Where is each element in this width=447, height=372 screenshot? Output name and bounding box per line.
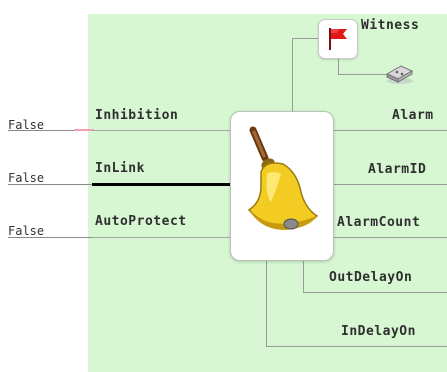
inhibition-wire-external <box>8 130 92 131</box>
alarmcount-port-label: AlarmCount <box>337 215 421 230</box>
witness-wire-horizontal <box>292 38 318 39</box>
inhibition-value[interactable]: False <box>8 118 45 132</box>
inlink-wire[interactable] <box>92 183 230 186</box>
outdelayon-port-label: OutDelayOn <box>329 270 413 285</box>
indelayon-wire[interactable] <box>266 346 447 347</box>
witness-block[interactable] <box>318 19 358 59</box>
inhibition-wire[interactable] <box>92 130 230 131</box>
red-flag-icon <box>329 28 347 50</box>
alarm-wire[interactable] <box>332 130 447 131</box>
inhibition-port-label: Inhibition <box>95 108 179 123</box>
indelayon-port-label: InDelayOn <box>341 324 416 339</box>
outdelayon-wire[interactable] <box>303 292 447 293</box>
witness-port-label: Witness <box>361 18 420 33</box>
indelayon-wire-vertical <box>266 259 267 346</box>
link-wire-horizontal <box>338 74 386 75</box>
alarm-block[interactable] <box>230 111 334 261</box>
link-wire-vertical <box>338 58 339 74</box>
witness-wire-vertical <box>292 38 293 112</box>
autoprotect-wire-external <box>8 237 92 238</box>
alarmcount-wire[interactable] <box>332 237 447 238</box>
inhibition-wire-marker <box>74 129 94 131</box>
plug-connector-icon <box>385 65 414 84</box>
alarm-port-label: Alarm <box>392 108 434 123</box>
inlink-value[interactable]: False <box>8 171 45 185</box>
alarmid-port-label: AlarmID <box>368 162 427 177</box>
inlink-port-label: InLink <box>95 161 145 176</box>
autoprotect-wire[interactable] <box>92 237 230 238</box>
alarmid-wire[interactable] <box>332 184 447 185</box>
autoprotect-value[interactable]: False <box>8 224 45 238</box>
outdelayon-wire-vertical <box>303 259 304 292</box>
bell-icon <box>247 126 319 230</box>
inlink-wire-external <box>8 184 92 185</box>
autoprotect-port-label: AutoProtect <box>95 214 187 229</box>
